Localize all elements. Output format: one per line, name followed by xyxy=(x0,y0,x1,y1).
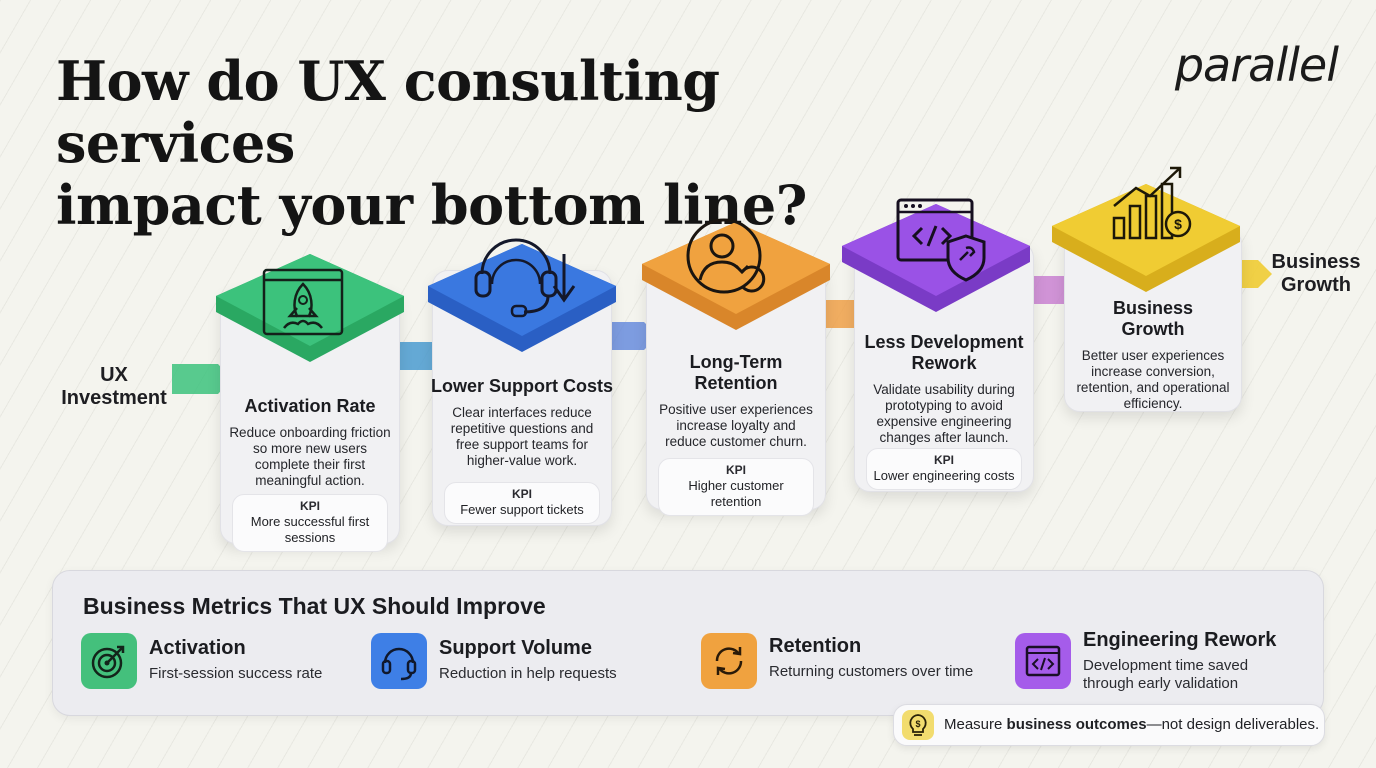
svg-text:$: $ xyxy=(915,719,920,729)
step-title: Long-Term Retention xyxy=(654,352,818,394)
metric-description: Development time saved through early val… xyxy=(1083,657,1248,693)
step-title: Lower Support Costs xyxy=(430,376,613,396)
step-lower-support-costs: Lower Support Costs Clear interfaces red… xyxy=(428,238,616,526)
flow-end-line-2: Growth xyxy=(1281,274,1351,296)
metric-engineering-rework: Engineering Rework Development time save… xyxy=(1015,629,1305,693)
step-title-line-1: Long-Term xyxy=(689,352,783,372)
metric-title: Engineering Rework xyxy=(1083,629,1277,651)
title-line-1: How do UX consulting services xyxy=(56,49,720,175)
metric-description-line-1: Development time saved xyxy=(1083,657,1249,674)
step-activation-rate: Activation Rate Reduce onboarding fricti… xyxy=(216,254,404,552)
metrics-panel: Business Metrics That UX Should Improve … xyxy=(52,570,1324,716)
tip-callout: $ Measure business outcomes—not design d… xyxy=(893,704,1325,746)
kpi-value: Fewer support tickets xyxy=(460,502,584,517)
lightbulb-dollar-icon: $ xyxy=(902,710,934,740)
metric-description-line-2: through early validation xyxy=(1083,675,1239,692)
brand-logo: parallel xyxy=(1174,38,1339,92)
kpi-label: KPI xyxy=(299,499,320,513)
headset-icon xyxy=(474,238,576,318)
metric-retention: Retention Returning customers over time xyxy=(701,629,1001,691)
code-window-icon xyxy=(1015,633,1071,689)
step-gem xyxy=(428,244,616,352)
kpi-label: KPI xyxy=(511,487,532,501)
step-title: Activation Rate xyxy=(244,396,376,416)
step-title: Business Growth xyxy=(1072,298,1234,340)
flow-start-line-1: UX xyxy=(100,364,128,386)
metric-title: Retention xyxy=(769,635,862,657)
step-kpi: KPI Higher customer retention xyxy=(658,458,814,516)
metric-title: Activation xyxy=(149,637,246,659)
step-description: Positive user experiences increase loyal… xyxy=(659,402,813,449)
kpi-value: More successful first sessions xyxy=(250,514,370,545)
flow-start-line-2: Investment xyxy=(61,387,167,409)
step-title-line-1: Business xyxy=(1112,298,1194,318)
flow-end-label: Business Growth xyxy=(1268,251,1364,297)
metric-support-volume: Support Volume Reduction in help request… xyxy=(371,629,661,691)
flow-arrow-end xyxy=(1242,260,1272,288)
flow-start-label: UX Investment xyxy=(56,364,172,410)
metrics-title: Business Metrics That UX Should Improve xyxy=(83,593,546,619)
step-title-line-2: Retention xyxy=(694,373,778,393)
metric-activation: Activation First-session success rate xyxy=(81,629,351,691)
user-refresh-icon xyxy=(686,218,766,294)
tip-text: Measure business outcomes—not design del… xyxy=(944,716,1319,733)
flow-arrow-start xyxy=(172,364,232,394)
step-description: Clear interfaces reduce repetitive quest… xyxy=(450,405,594,468)
step-title: Less Development Rework xyxy=(852,332,1036,374)
step-content: Long-Term Retention Positive user experi… xyxy=(654,352,818,450)
step-description: Validate usability during prototyping to… xyxy=(873,382,1015,445)
tip-emphasis: business outcomes xyxy=(1006,716,1147,733)
growth-chart-icon: $ xyxy=(1112,166,1192,240)
step-long-term-retention: Long-Term Retention Positive user experi… xyxy=(642,218,830,516)
metric-description: First-session success rate xyxy=(149,665,323,682)
metric-title: Support Volume xyxy=(439,637,592,659)
tip-prefix: Measure xyxy=(944,716,1007,733)
step-kpi: KPI More successful first sessions xyxy=(232,494,388,552)
rocket-icon xyxy=(262,268,344,336)
headset-icon xyxy=(371,633,427,689)
step-kpi: KPI Fewer support tickets xyxy=(444,482,600,524)
step-business-growth: $ Business Growth Better user experience… xyxy=(1052,166,1242,412)
step-title-line-2: Rework xyxy=(911,353,977,373)
step-content: Activation Rate Reduce onboarding fricti… xyxy=(228,396,392,489)
refresh-icon xyxy=(701,633,757,689)
tip-suffix: —not design deliverables. xyxy=(1146,716,1320,733)
flow-end-line-1: Business xyxy=(1271,251,1361,273)
step-description: Better user experiences increase convers… xyxy=(1076,348,1230,411)
target-icon xyxy=(81,633,137,689)
title-line-2: impact your bottom line? xyxy=(56,173,807,237)
code-shield-icon xyxy=(896,198,986,282)
step-gem xyxy=(842,204,1030,312)
svg-text:$: $ xyxy=(1174,216,1182,232)
kpi-label: KPI xyxy=(933,453,954,467)
step-description: Reduce onboarding friction so more new u… xyxy=(229,425,391,488)
step-content: Lower Support Costs Clear interfaces red… xyxy=(431,376,613,469)
step-kpi: KPI Lower engineering costs xyxy=(866,448,1022,490)
kpi-value: Lower engineering costs xyxy=(873,468,1015,483)
kpi-label: KPI xyxy=(725,463,746,477)
metric-description: Returning customers over time xyxy=(769,663,974,680)
step-content: Business Growth Better user experiences … xyxy=(1072,298,1234,412)
kpi-value: Higher customer retention xyxy=(688,478,784,509)
step-title-line-1: Less Development xyxy=(864,332,1024,352)
step-less-development-rework: Less Development Rework Validate usabili… xyxy=(842,198,1034,492)
page-title: How do UX consulting services impact you… xyxy=(56,50,956,236)
step-title-line-2: Growth xyxy=(1121,319,1185,339)
step-content: Less Development Rework Validate usabili… xyxy=(862,332,1026,446)
metric-description: Reduction in help requests xyxy=(439,665,617,682)
